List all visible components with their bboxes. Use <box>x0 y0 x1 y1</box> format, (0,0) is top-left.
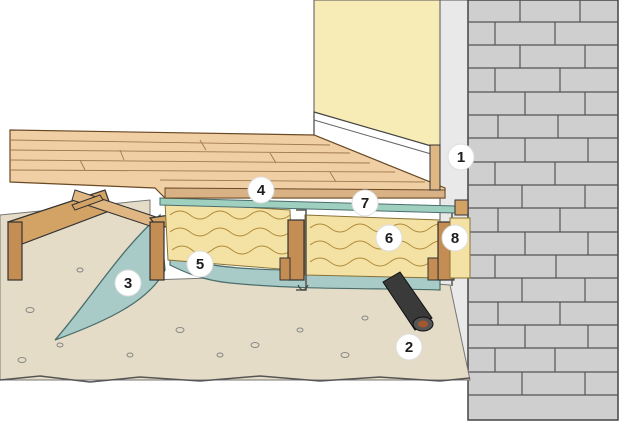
interior-wall <box>313 0 456 189</box>
callout-2: 2 <box>395 333 423 361</box>
svg-text:5: 5 <box>196 256 204 273</box>
svg-text:1: 1 <box>457 149 465 166</box>
callout-7: 7 <box>351 189 379 217</box>
svg-text:3: 3 <box>124 275 132 292</box>
callout-4: 4 <box>247 176 275 204</box>
svg-text:7: 7 <box>361 195 369 212</box>
pipe <box>382 271 434 332</box>
callout-8: 8 <box>441 224 469 252</box>
callout-5: 5 <box>186 250 214 278</box>
svg-text:2: 2 <box>405 339 413 356</box>
svg-text:4: 4 <box>257 182 266 199</box>
svg-text:8: 8 <box>451 230 459 247</box>
callout-1: 1 <box>447 143 475 171</box>
brick-wall <box>439 0 619 421</box>
callout-6: 6 <box>375 224 403 252</box>
svg-text:6: 6 <box>385 230 393 247</box>
callout-3: 3 <box>114 269 142 297</box>
